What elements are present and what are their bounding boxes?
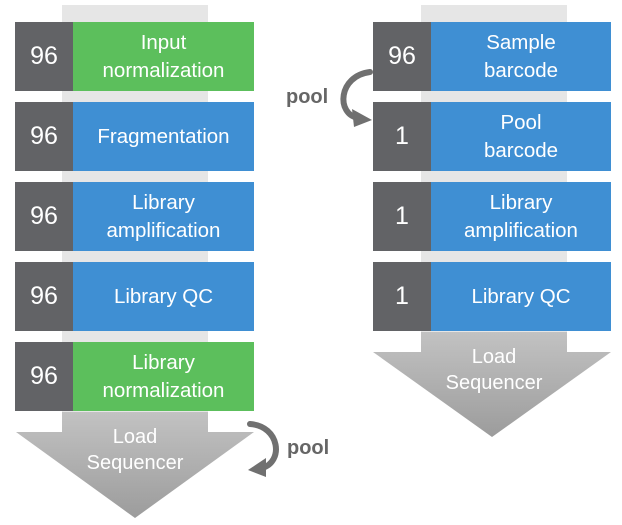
sample-count: 1 <box>373 262 431 331</box>
left-step-library-normalization: 96 Library normalization <box>15 342 254 411</box>
step-label: Pool barcode <box>431 102 611 171</box>
right-step-pool-barcode: 1 Pool barcode <box>373 102 611 171</box>
left-step-library-amplification: 96 Library amplification <box>15 182 254 251</box>
right-load-funnel <box>373 332 611 437</box>
left-load-funnel <box>16 412 254 518</box>
sample-count: 1 <box>373 102 431 171</box>
sample-count: 96 <box>15 182 73 251</box>
sample-count: 96 <box>15 262 73 331</box>
left-pool-arrow-icon <box>247 421 279 477</box>
sample-count: 96 <box>373 22 431 91</box>
step-label: Sample barcode <box>431 22 611 91</box>
step-label: Library QC <box>431 262 611 331</box>
left-step-fragmentation: 96 Fragmentation <box>15 102 254 171</box>
step-label: Library QC <box>73 262 254 331</box>
left-step-library-qc: 96 Library QC <box>15 262 254 331</box>
step-label: Input normalization <box>73 22 254 91</box>
sample-count: 96 <box>15 102 73 171</box>
left-pool-label: pool <box>287 437 330 459</box>
sample-count: 96 <box>15 22 73 91</box>
sample-count: 1 <box>373 182 431 251</box>
right-step-library-amplification: 1 Library amplification <box>373 182 611 251</box>
sample-count: 96 <box>15 342 73 411</box>
left-step-input-normalization: 96 Input normalization <box>15 22 254 91</box>
step-label: Fragmentation <box>73 102 254 171</box>
right-pool-label: pool <box>286 86 329 108</box>
left-load-sequencer-label: Load Sequencer <box>86 426 184 474</box>
right-step-sample-barcode: 96 Sample barcode <box>373 22 611 91</box>
right-step-library-qc: 1 Library QC <box>373 262 611 331</box>
step-label: Library normalization <box>73 342 254 411</box>
right-load-sequencer-label: Load Sequencer <box>445 346 543 394</box>
step-label: Library amplification <box>431 182 611 251</box>
step-label: Library amplification <box>73 182 254 251</box>
right-pool-arrow-icon <box>340 69 373 127</box>
